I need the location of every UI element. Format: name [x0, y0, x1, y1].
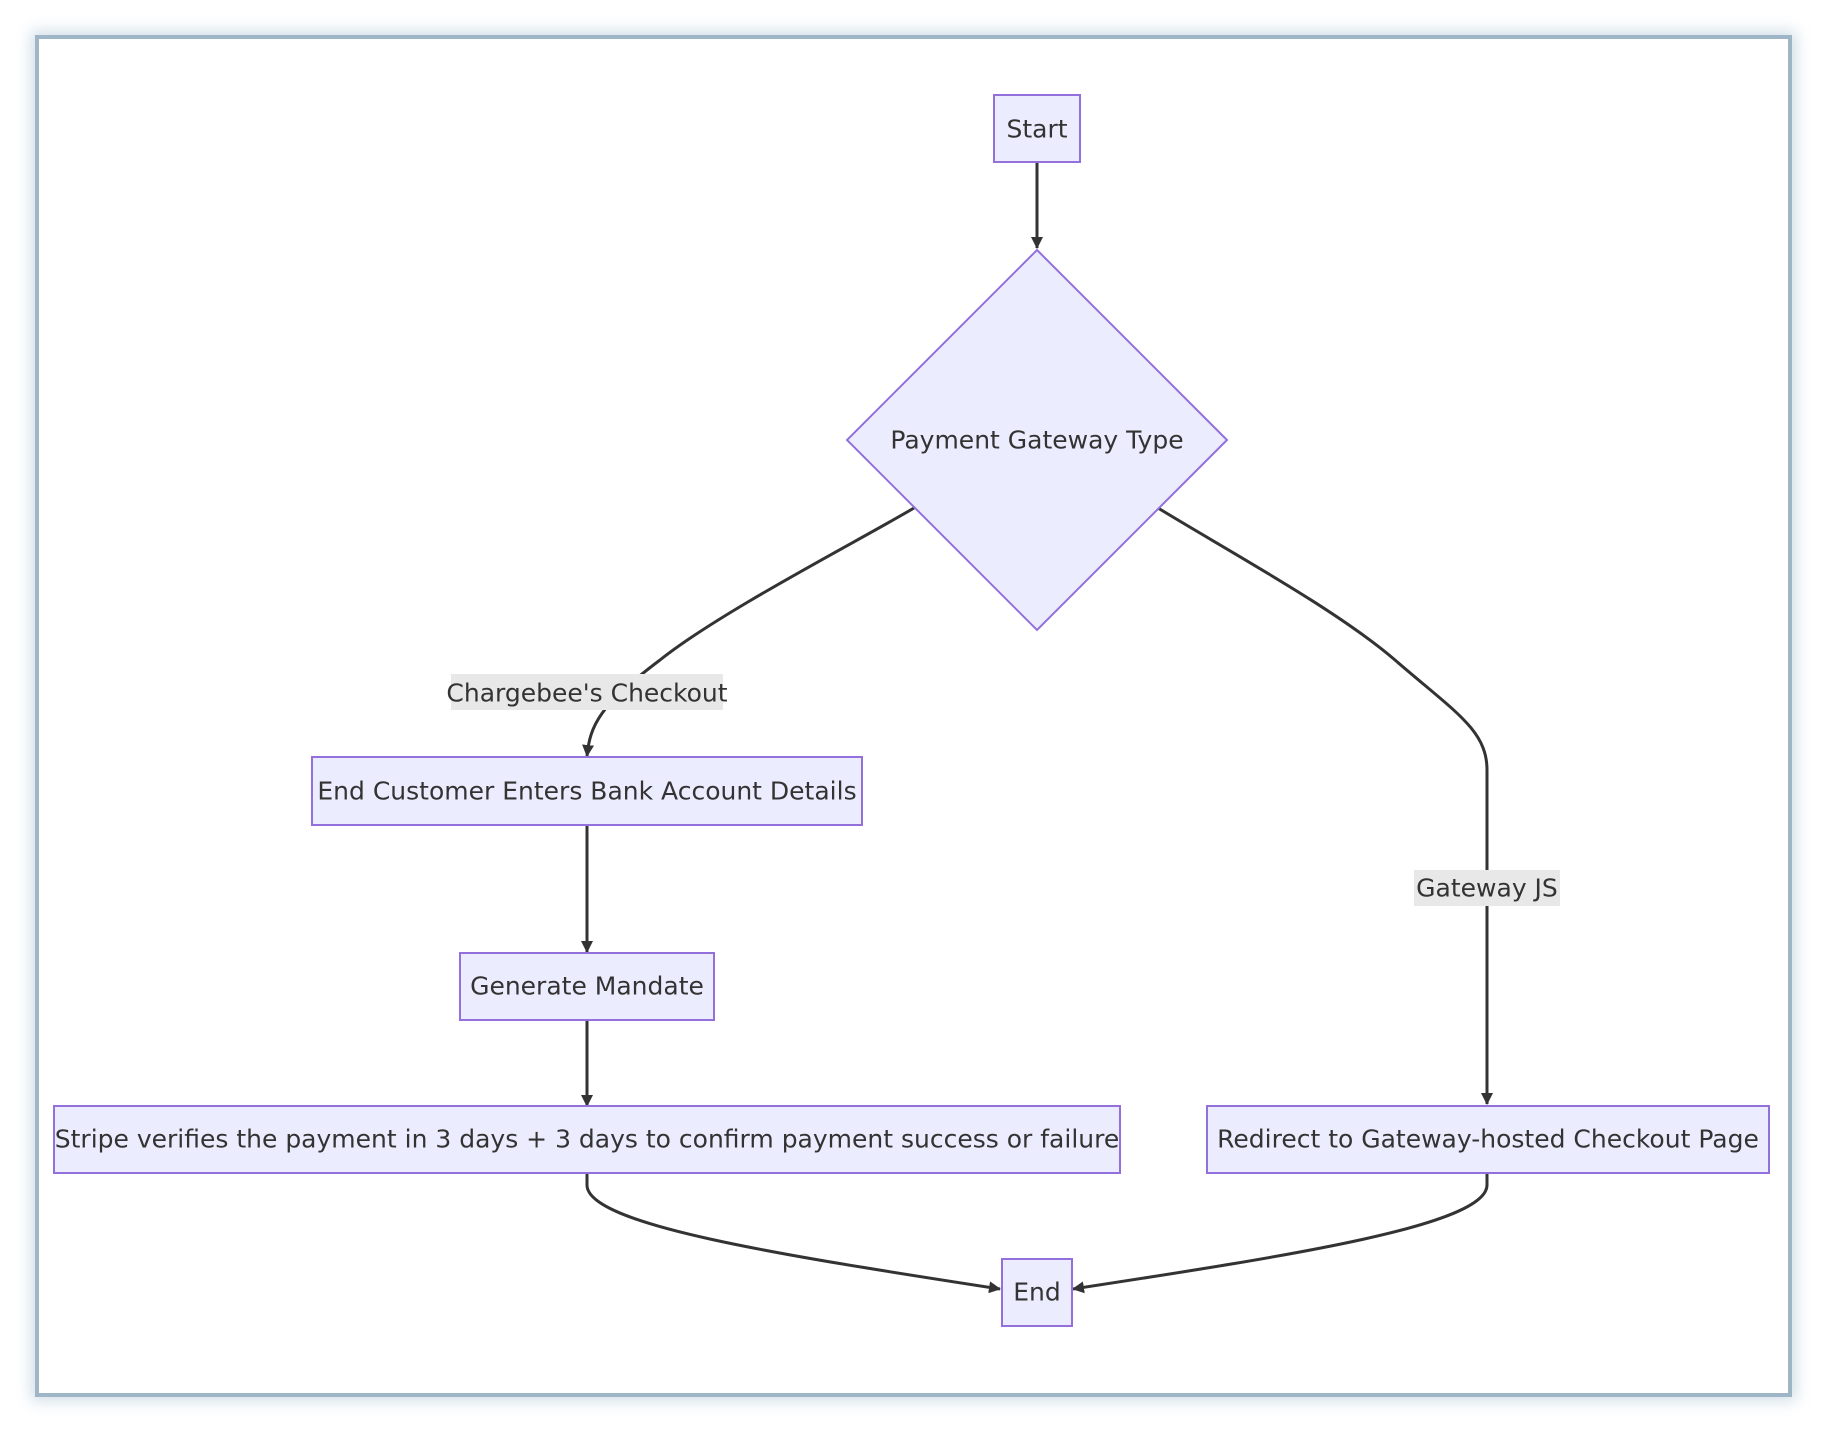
edge-decision-to-enter-details — [582, 506, 915, 757]
edge-label-chargebee: Chargebee's Checkout — [446, 674, 728, 710]
node-end-label: End — [1013, 1278, 1061, 1307]
node-enter-details-label: End Customer Enters Bank Account Details — [317, 777, 856, 806]
node-stripe-verify: Stripe verifies the payment in 3 days + … — [53, 1105, 1121, 1174]
node-decision: Payment Gateway Type — [845, 248, 1229, 632]
edge-label-gateway-js: Gateway JS — [1414, 870, 1560, 906]
node-mandate-label: Generate Mandate — [470, 972, 704, 1001]
edge-label-chargebee-text: Chargebee's Checkout — [446, 679, 727, 708]
node-decision-label: Payment Gateway Type — [890, 426, 1183, 455]
node-stripe-verify-label: Stripe verifies the payment in 3 days + … — [55, 1125, 1119, 1154]
node-enter-details: End Customer Enters Bank Account Details — [311, 756, 863, 826]
node-redirect-label: Redirect to Gateway-hosted Checkout Page — [1217, 1125, 1759, 1154]
node-end: End — [1001, 1258, 1073, 1327]
node-start-label: Start — [1006, 115, 1067, 144]
edge-label-gateway-js-text: Gateway JS — [1416, 874, 1558, 903]
node-redirect: Redirect to Gateway-hosted Checkout Page — [1206, 1105, 1770, 1174]
edge-redirect-to-end — [1072, 1173, 1489, 1294]
node-mandate: Generate Mandate — [459, 952, 715, 1021]
edge-stripe-to-end — [585, 1173, 1001, 1294]
node-start: Start — [993, 94, 1081, 163]
edge-decision-to-redirect — [1157, 506, 1493, 1105]
